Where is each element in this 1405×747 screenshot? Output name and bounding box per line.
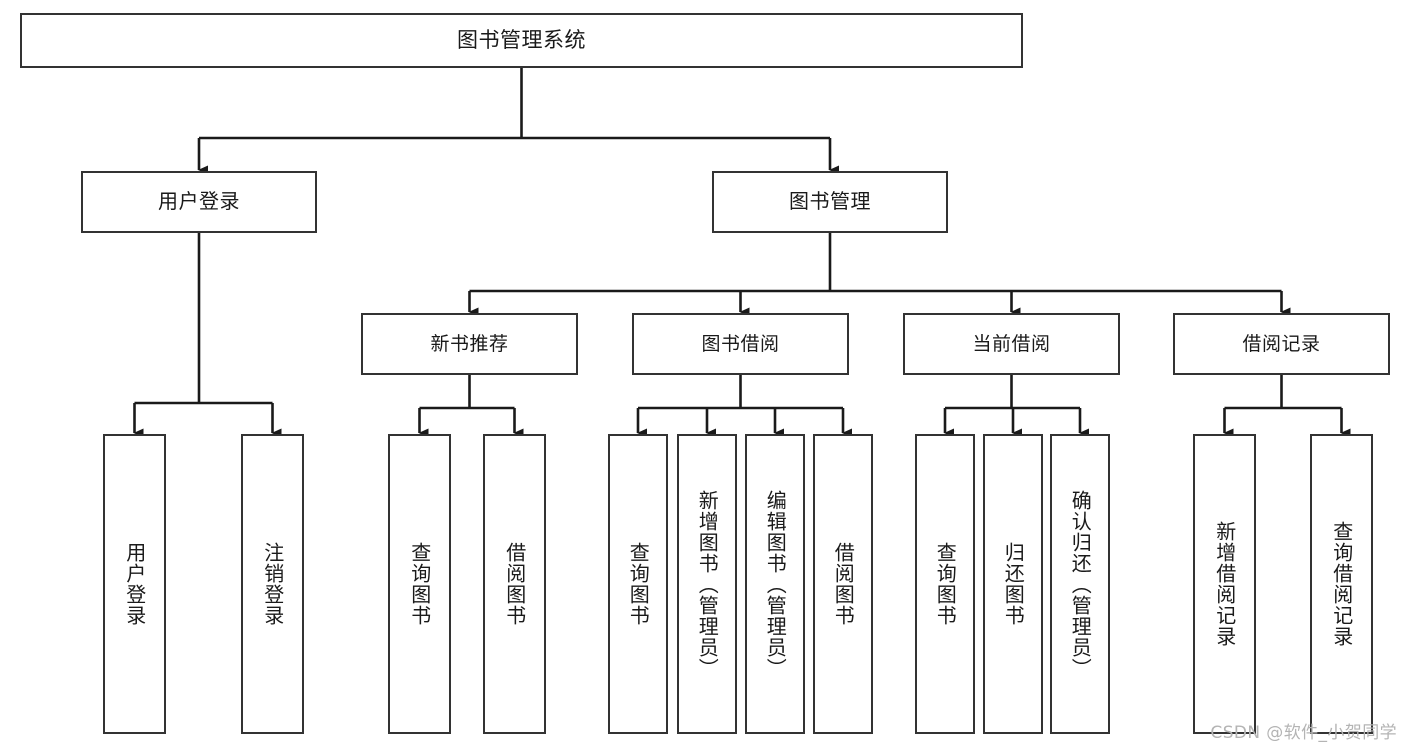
node-label: 注销登录	[260, 542, 285, 626]
leaf-user-login[interactable]: 用户登录	[103, 434, 166, 734]
leaf-query-book-1[interactable]: 查询图书	[388, 434, 451, 734]
node-current-borrow[interactable]: 当前借阅	[903, 313, 1120, 375]
leaf-borrow-book-2[interactable]: 借阅图书	[813, 434, 873, 734]
node-label: 确认归还（管理员）	[1068, 489, 1093, 679]
node-label: 查询借阅记录	[1329, 521, 1354, 647]
node-label: 借阅记录	[1242, 332, 1321, 355]
node-label: 新增借阅记录	[1212, 521, 1237, 647]
node-book-manage[interactable]: 图书管理	[712, 171, 948, 233]
node-root-system[interactable]: 图书管理系统	[20, 13, 1023, 68]
node-label: 新增图书（管理员）	[695, 489, 720, 679]
node-label: 图书管理系统	[457, 28, 586, 53]
node-user-login[interactable]: 用户登录	[81, 171, 317, 233]
node-label: 查询图书	[626, 542, 651, 626]
leaf-add-book[interactable]: 新增图书（管理员）	[677, 434, 737, 734]
node-borrow-record[interactable]: 借阅记录	[1173, 313, 1390, 375]
node-label: 新书推荐	[430, 332, 509, 355]
leaf-return-book[interactable]: 归还图书	[983, 434, 1043, 734]
node-label: 用户登录	[122, 542, 147, 626]
csdn-watermark: CSDN @软件_小贺同学	[1210, 723, 1397, 743]
node-label: 查询图书	[407, 542, 432, 626]
leaf-user-logout[interactable]: 注销登录	[241, 434, 304, 734]
leaf-query-record[interactable]: 查询借阅记录	[1310, 434, 1373, 734]
node-label: 当前借阅	[972, 332, 1051, 355]
leaf-add-record[interactable]: 新增借阅记录	[1193, 434, 1256, 734]
node-label: 查询图书	[933, 542, 958, 626]
leaf-borrow-book-1[interactable]: 借阅图书	[483, 434, 546, 734]
node-book-borrow[interactable]: 图书借阅	[632, 313, 849, 375]
leaf-confirm-return[interactable]: 确认归还（管理员）	[1050, 434, 1110, 734]
node-label: 图书管理	[789, 189, 871, 214]
node-label: 借阅图书	[831, 542, 856, 626]
leaf-query-book-2[interactable]: 查询图书	[608, 434, 668, 734]
node-label: 编辑图书（管理员）	[763, 489, 788, 679]
node-label: 图书借阅	[701, 332, 780, 355]
node-label: 借阅图书	[502, 542, 527, 626]
node-label: 归还图书	[1001, 542, 1026, 626]
leaf-query-book-3[interactable]: 查询图书	[915, 434, 975, 734]
node-label: 用户登录	[158, 189, 240, 214]
node-new-book-rec[interactable]: 新书推荐	[361, 313, 578, 375]
leaf-edit-book[interactable]: 编辑图书（管理员）	[745, 434, 805, 734]
